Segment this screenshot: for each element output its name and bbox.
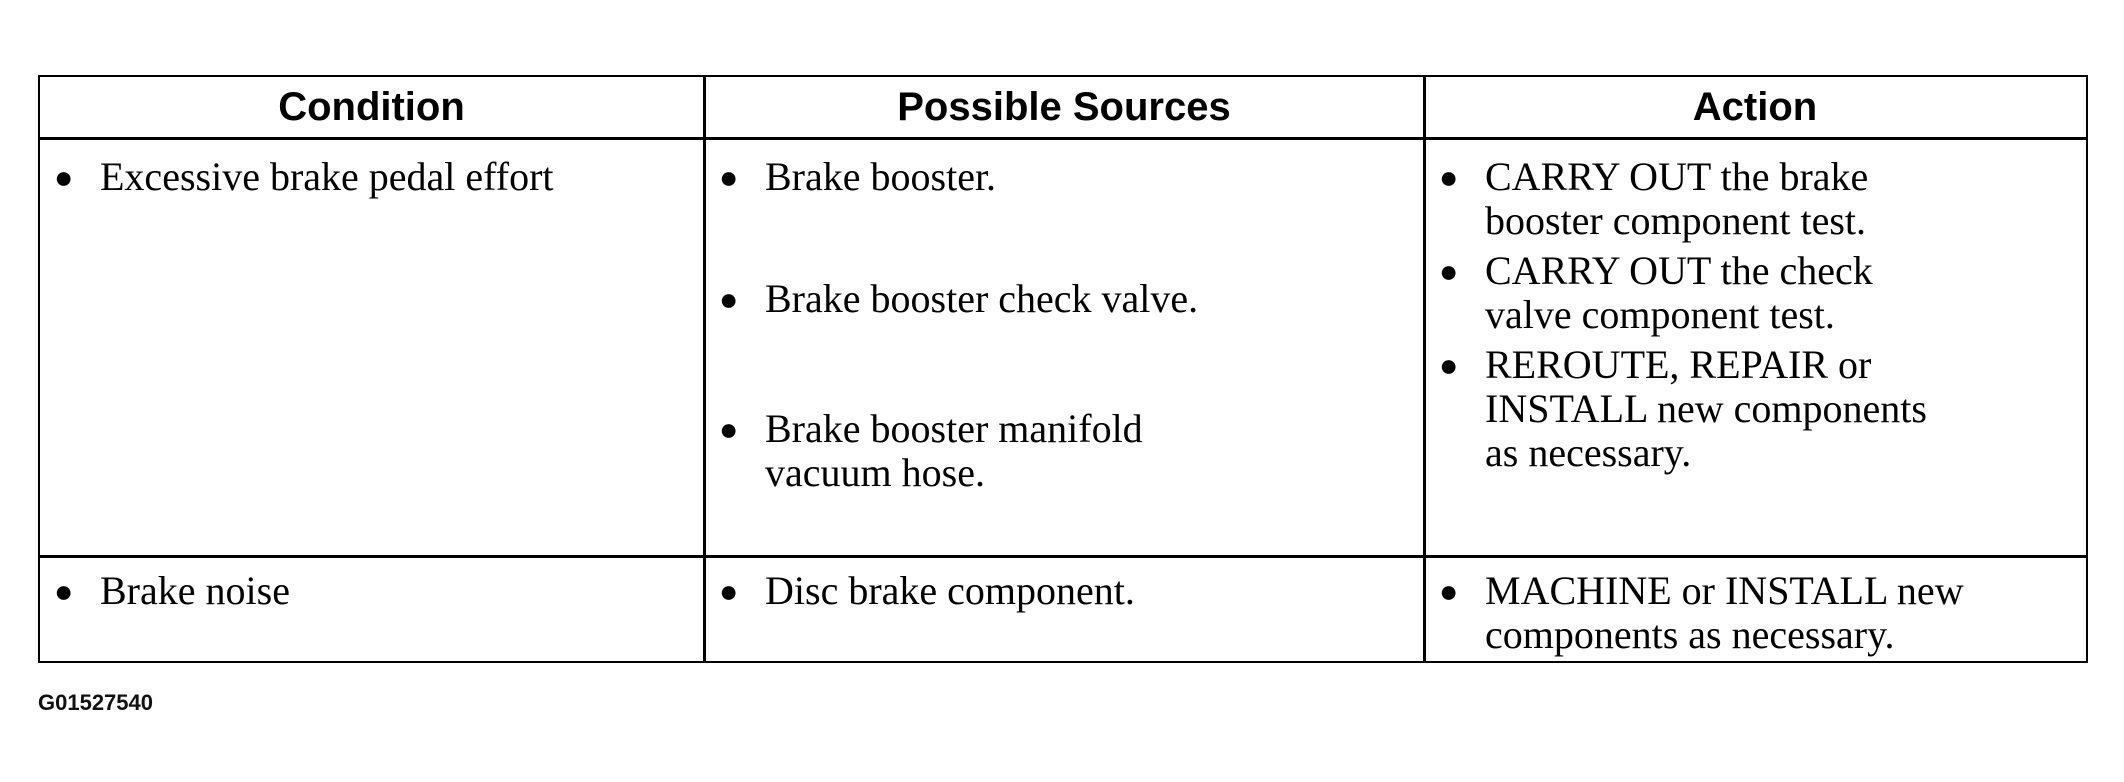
condition-item: ● Brake noise [40, 569, 290, 613]
action-text: MACHINE or INSTALL new components as nec… [1485, 568, 1964, 657]
bullet-icon: ● [719, 281, 739, 317]
source-item: ● Brake booster manifold vacuum hose. [705, 407, 1143, 495]
action-item: ● REROUTE, REPAIR or INSTALL new compone… [1425, 343, 1927, 475]
bullet-icon: ● [1439, 573, 1459, 609]
bullet-icon: ● [1439, 253, 1459, 289]
header-divider [40, 137, 2086, 140]
action-item: ● CARRY OUT the check valve component te… [1425, 249, 1873, 337]
figure-code: G01527540 [38, 690, 153, 715]
row-divider [40, 555, 2086, 558]
action-text: CARRY OUT the brake booster component te… [1485, 154, 1869, 243]
source-item: ● Brake booster check valve. [705, 277, 1198, 321]
header-condition: Condition [278, 84, 465, 129]
bullet-icon: ● [719, 159, 739, 195]
condition-text: Brake noise [100, 568, 290, 613]
column-divider [1423, 77, 1426, 661]
bullet-icon: ● [54, 159, 74, 195]
condition-item: ● Excessive brake pedal effort [40, 155, 554, 199]
source-item: ● Brake booster. [705, 155, 996, 199]
bullet-icon: ● [719, 573, 739, 609]
bullet-icon: ● [719, 411, 739, 447]
bullet-icon: ● [1439, 159, 1459, 195]
source-text: Brake booster manifold vacuum hose. [765, 406, 1143, 495]
action-text: REROUTE, REPAIR or INSTALL new component… [1485, 342, 1927, 475]
bullet-icon: ● [1439, 347, 1459, 383]
source-text: Brake booster. [765, 154, 997, 199]
source-text: Brake booster check valve. [765, 276, 1199, 321]
bullet-icon: ● [54, 573, 74, 609]
diagnosis-table: Condition Possible Sources Action ● Exce… [38, 75, 2088, 663]
condition-text: Excessive brake pedal effort [100, 154, 554, 199]
header-action: Action [1692, 84, 1818, 129]
action-item: ● CARRY OUT the brake booster component … [1425, 155, 1868, 243]
action-item: ● MACHINE or INSTALL new components as n… [1425, 569, 1964, 657]
header-possible-sources: Possible Sources [897, 84, 1231, 129]
action-text: CARRY OUT the check valve component test… [1485, 248, 1873, 337]
source-text: Disc brake component. [765, 568, 1135, 613]
source-item: ● Disc brake component. [705, 569, 1135, 613]
column-divider [703, 77, 706, 661]
